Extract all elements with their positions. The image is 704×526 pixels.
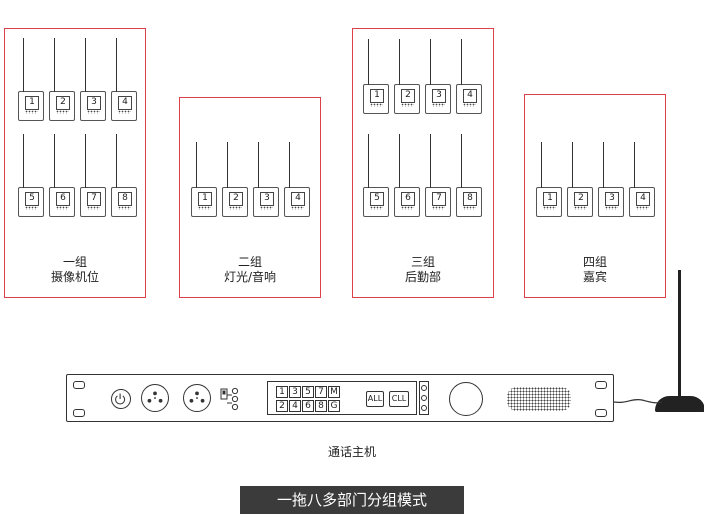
host-rack-unit: 1 3 5 7 M 2 4 6 8 G ALL CLL xyxy=(66,374,614,422)
unit-4: 4 xyxy=(284,142,310,217)
unit-3: 3 xyxy=(598,142,624,217)
key-m[interactable]: M xyxy=(328,386,340,398)
group-1-label: 一组摄像机位 xyxy=(50,255,99,284)
switch-connector-icon xyxy=(220,387,239,411)
unit-1: 1 xyxy=(18,38,44,121)
unit-3: 3 xyxy=(425,39,451,114)
gooseneck-mic-base xyxy=(655,396,704,412)
key-8[interactable]: 8 xyxy=(315,400,327,412)
unit-6: 6 xyxy=(394,134,420,217)
unit-2: 2 xyxy=(567,142,593,217)
key-6[interactable]: 6 xyxy=(302,400,314,412)
unit-2: 2 xyxy=(222,142,248,217)
channel-keypad: 1 3 5 7 M 2 4 6 8 G ALL CLL xyxy=(267,381,417,415)
group-3-label: 三组后勤部 xyxy=(404,255,441,284)
group-4-label: 四组嘉宾 xyxy=(582,255,607,284)
unit-2: 2 xyxy=(49,38,75,121)
all-button[interactable]: ALL xyxy=(366,391,384,407)
power-icon[interactable] xyxy=(111,389,131,409)
key-2[interactable]: 2 xyxy=(276,400,288,412)
mount-slot-bottom-right xyxy=(595,409,607,417)
mode-title: 一拖八多部门分组模式 xyxy=(240,486,464,514)
unit-4: 4 xyxy=(111,38,137,121)
xlr-connector-icon xyxy=(183,384,211,412)
unit-3: 3 xyxy=(253,142,279,217)
unit-6: 6 xyxy=(49,134,75,217)
mount-slot-bottom-left xyxy=(73,409,85,417)
unit-7: 7 xyxy=(425,134,451,217)
mount-slot-top-right xyxy=(595,381,607,389)
unit-2: 2 xyxy=(394,39,420,114)
mount-slot-top-left xyxy=(73,381,85,389)
key-1[interactable]: 1 xyxy=(276,386,288,398)
group-2-box: 1 2 3 4 二组灯光/音响 xyxy=(179,97,321,298)
key-3[interactable]: 3 xyxy=(289,386,301,398)
group-4-box: 1 2 3 4 四组嘉宾 xyxy=(524,94,666,298)
key-g[interactable]: G xyxy=(328,400,340,412)
unit-5: 5 xyxy=(18,134,44,217)
host-label: 通话主机 xyxy=(327,445,376,459)
unit-1: 1 xyxy=(191,142,217,217)
group-3-box: 1 2 3 4 5 6 7 8 三组后勤部 xyxy=(352,28,494,298)
unit-5: 5 xyxy=(363,134,389,217)
unit-8: 8 xyxy=(111,134,137,217)
unit-7: 7 xyxy=(80,134,106,217)
unit-4: 4 xyxy=(456,39,482,114)
cll-button[interactable]: CLL xyxy=(389,391,409,407)
speaker-grille xyxy=(507,387,571,411)
unit-4: 4 xyxy=(629,142,655,217)
key-7[interactable]: 7 xyxy=(315,386,327,398)
unit-3: 3 xyxy=(80,38,106,121)
volume-knob[interactable] xyxy=(449,382,483,416)
gooseneck-mic-stem xyxy=(678,270,681,400)
unit-1: 1 xyxy=(363,39,389,114)
key-4[interactable]: 4 xyxy=(289,400,301,412)
unit-8: 8 xyxy=(456,134,482,217)
mic-cable xyxy=(614,398,662,404)
group-2-label: 二组灯光/音响 xyxy=(223,255,277,284)
indicator-leds xyxy=(419,381,429,415)
key-5[interactable]: 5 xyxy=(302,386,314,398)
xlr-connector-icon xyxy=(141,384,169,412)
group-1-box: 1 2 3 4 5 6 7 8 一组摄像机位 xyxy=(4,28,146,298)
unit-1: 1 xyxy=(536,142,562,217)
